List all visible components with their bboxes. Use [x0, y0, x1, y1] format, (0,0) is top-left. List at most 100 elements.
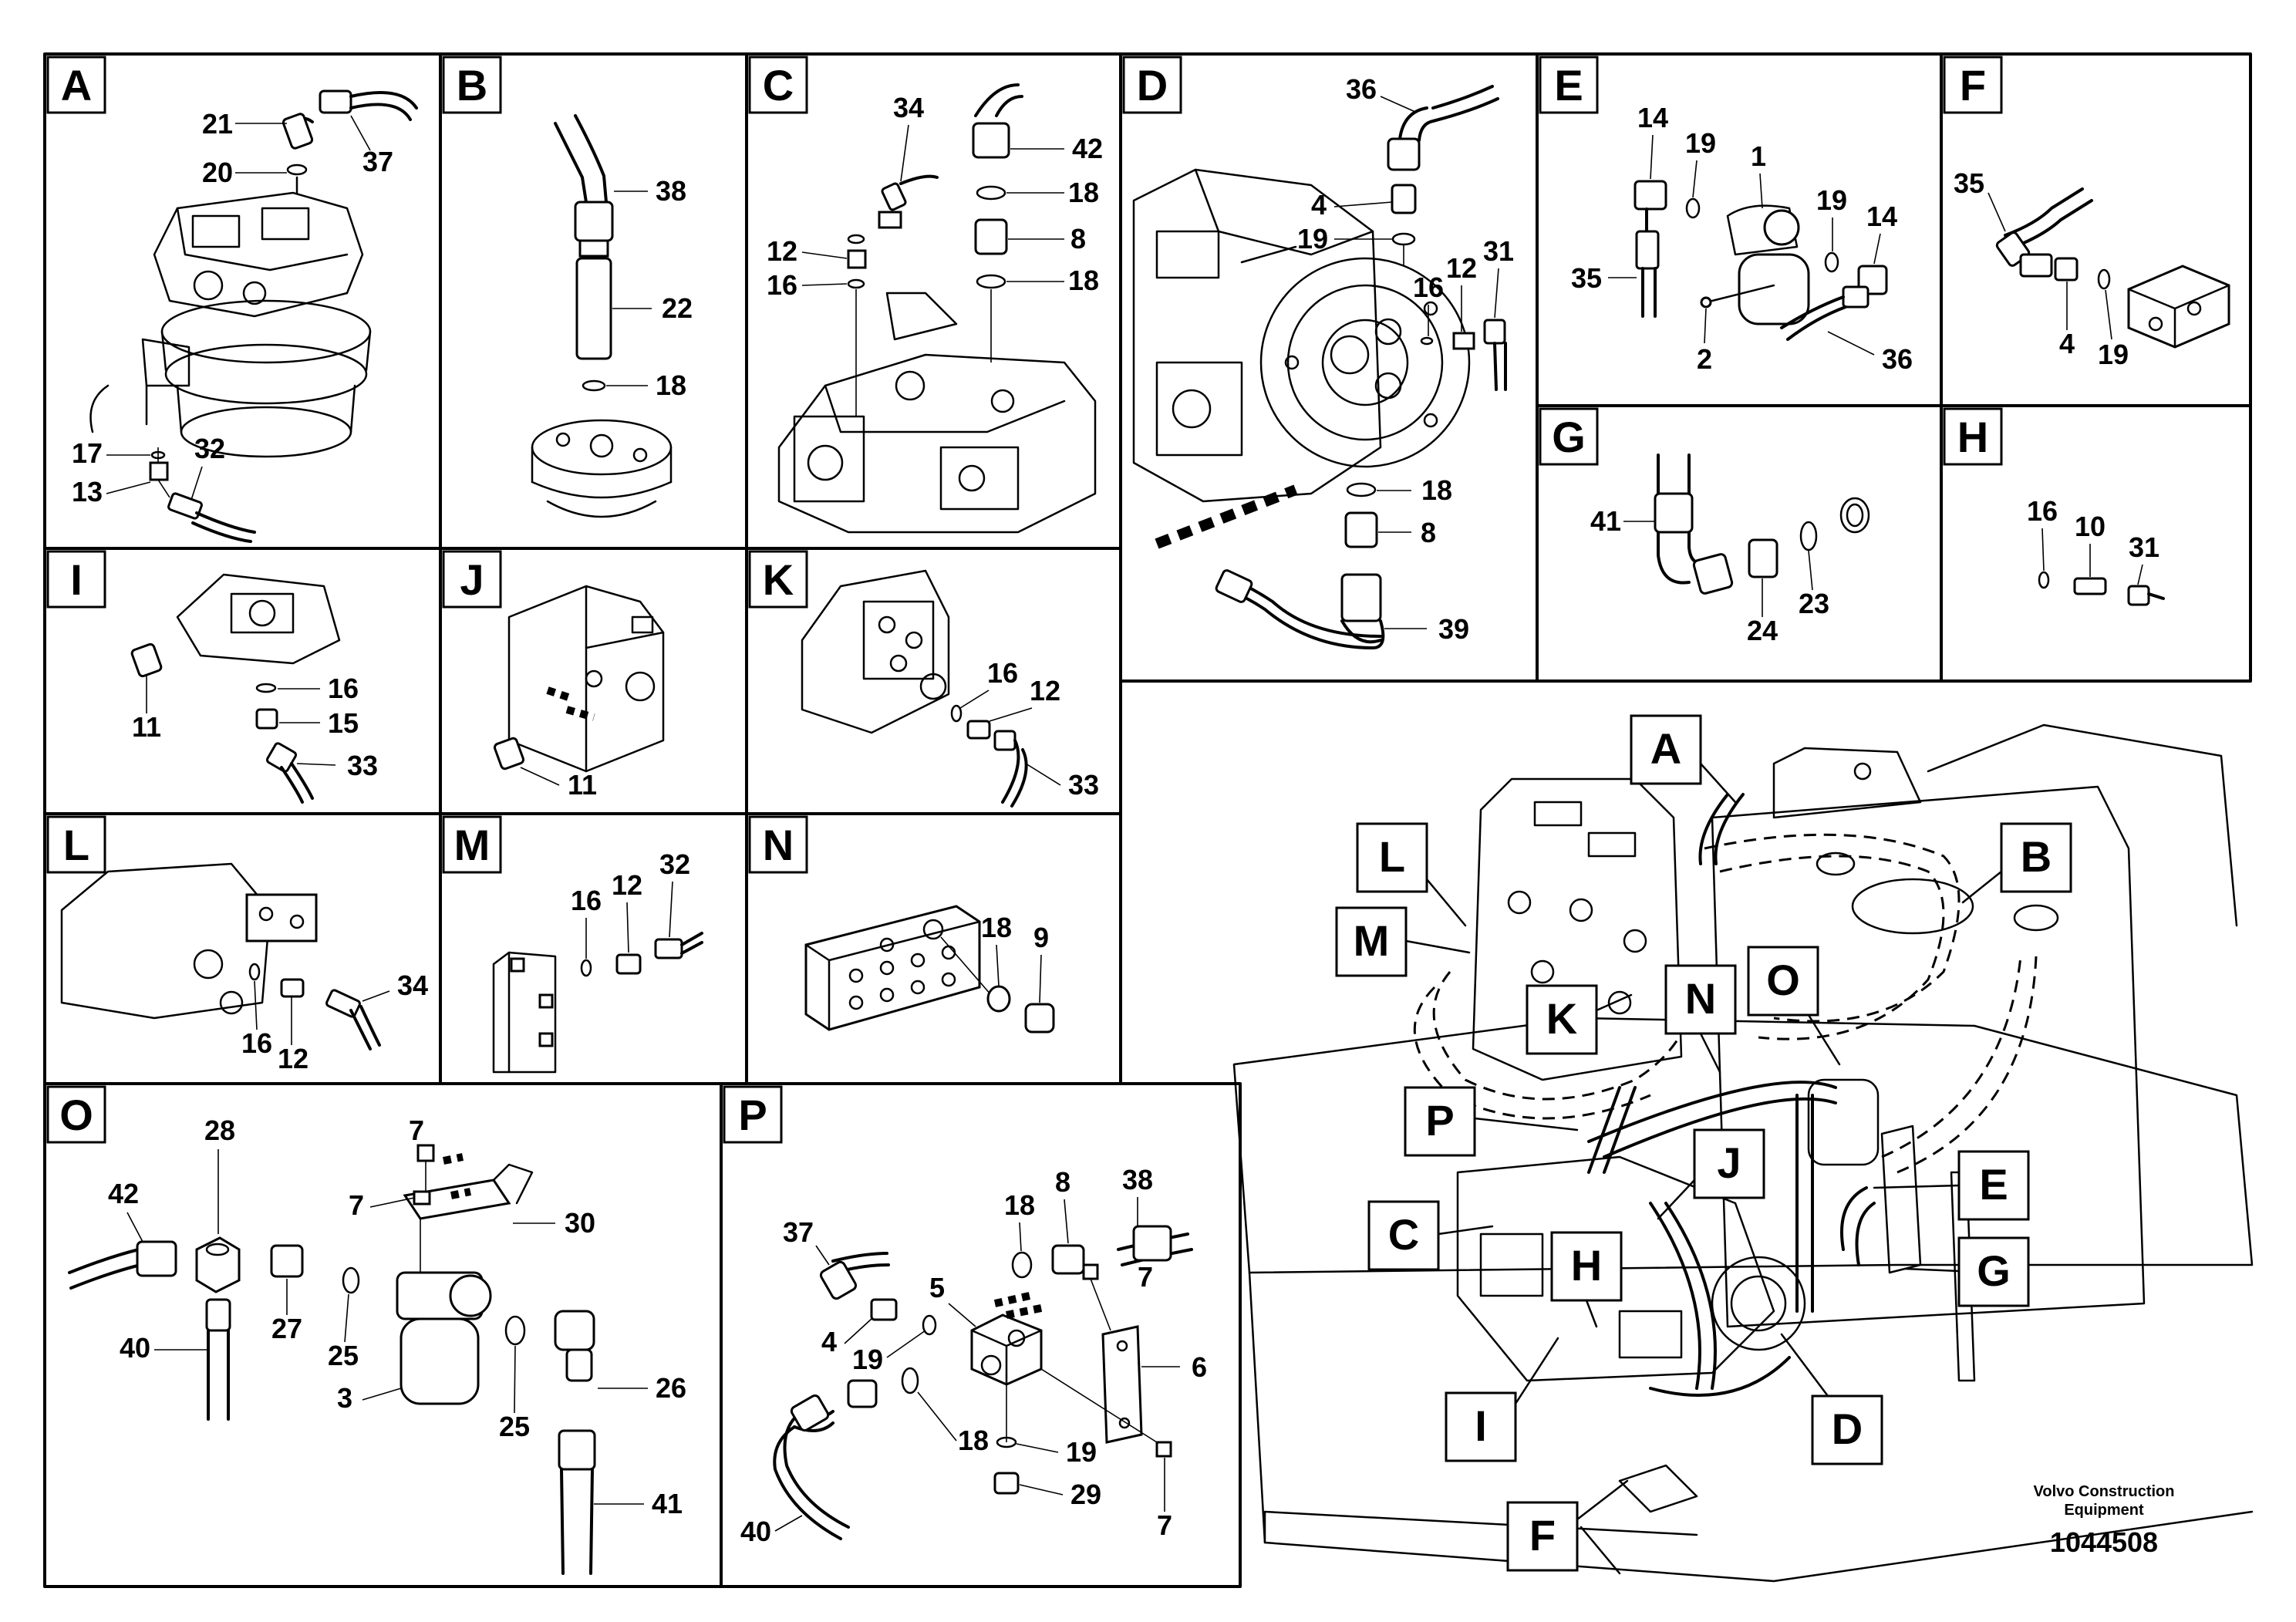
panel-d-part-label: 12	[1446, 252, 1477, 284]
overview-callout-h: H	[1550, 1231, 1623, 1328]
panel-i-labels: 16 11 15 33	[132, 673, 378, 781]
panel-i-part-label: 33	[347, 750, 378, 781]
panel-g-part-label: 24	[1747, 615, 1778, 646]
overview-callout-m: M	[1335, 906, 1471, 977]
panel-c-part-label: 8	[1070, 223, 1086, 255]
panel-h-part-label: 16	[2027, 495, 2058, 527]
panel-letter-p: P	[723, 1085, 783, 1144]
panel-letter-text: K	[763, 555, 794, 604]
panel-d-illustration	[1132, 85, 1507, 649]
panel-p-part-label: 29	[1070, 1479, 1101, 1510]
panel-o-part-label: 41	[652, 1488, 683, 1519]
callout-letter-text: N	[1685, 974, 1716, 1023]
panel-d-part-label: 8	[1421, 517, 1436, 548]
panel-d-labels: 36 4 19 16 12 31 18 8 39	[1297, 73, 1514, 645]
callout-letter-text: L	[1379, 832, 1405, 881]
panel-d-part-label: 39	[1438, 613, 1469, 645]
panel-f-part-label: 19	[2098, 339, 2129, 370]
panel-letter-b: B	[442, 56, 502, 114]
panel-letter-text: G	[1552, 413, 1586, 461]
panel-p-part-label: 18	[1004, 1189, 1035, 1221]
panel-p-part-label: 38	[1122, 1164, 1153, 1195]
panel-d-hose-dashes	[1155, 484, 1298, 549]
panel-frames	[43, 52, 2252, 1588]
panel-p-part-label: 5	[929, 1272, 945, 1303]
document-number: 1044508	[2050, 1526, 2158, 1558]
panel-letter-text: P	[738, 1091, 767, 1139]
panel-letter-j: J	[442, 550, 502, 609]
panel-d-part-label: 36	[1346, 73, 1377, 105]
callout-letter-text: M	[1354, 916, 1390, 965]
panel-a-illustration	[89, 89, 418, 543]
panel-o-part-label: 7	[409, 1114, 424, 1146]
panel-j-illustration	[493, 585, 665, 773]
overview-illustration	[1232, 723, 2254, 1583]
callout-letter-text: P	[1425, 1096, 1454, 1145]
panel-a-labels: 21 37 20 17 32 13	[72, 108, 393, 508]
panel-d-part-label: 16	[1413, 271, 1444, 303]
panel-letter-f: F	[1943, 56, 2003, 114]
callout-letter-text: F	[1529, 1511, 1556, 1560]
callout-letter-text: O	[1766, 956, 1800, 1004]
panel-p-labels: 38 18 8 37 5 7 4 19 6 18 19 7 29 40	[740, 1164, 1207, 1547]
panel-a-part-label: 32	[194, 433, 225, 464]
panel-letter-o: O	[46, 1085, 106, 1144]
panel-c-part-label: 16	[767, 269, 797, 301]
callout-letter-text: A	[1650, 724, 1681, 773]
panel-letter-d: D	[1122, 56, 1182, 114]
panel-k-part-label: 33	[1068, 769, 1099, 801]
panel-letter-g: G	[1539, 407, 1599, 466]
panel-c-labels: 34 42 18 8 18 12 16	[767, 92, 1103, 301]
panel-m-part-label: 16	[571, 885, 602, 916]
panel-o-part-label: 30	[565, 1207, 595, 1239]
overview-callout-l: L	[1356, 822, 1467, 927]
overview-callout-j: J	[1657, 1128, 1765, 1220]
overview-callout-i: I	[1445, 1337, 1559, 1462]
overview-callout-d: D	[1780, 1333, 1883, 1465]
panel-l-part-label: 34	[397, 969, 428, 1001]
panel-f-illustration	[1995, 187, 2230, 349]
callout-letter-text: C	[1388, 1210, 1419, 1259]
panel-p-part-label: 40	[740, 1516, 771, 1547]
panel-k-part-label: 12	[1030, 675, 1060, 706]
panel-o-part-label: 26	[656, 1372, 686, 1404]
panel-d-part-label: 31	[1483, 235, 1514, 267]
overview-callout-f: F	[1506, 1479, 1629, 1572]
panel-c-part-label: 18	[1068, 177, 1099, 208]
panel-e-part-label: 14	[1866, 201, 1897, 232]
panel-o-part-label: 25	[328, 1340, 359, 1371]
callout-letter-text: I	[1475, 1401, 1487, 1450]
panel-m-part-label: 32	[659, 848, 690, 880]
panel-letter-text: C	[763, 61, 794, 110]
panel-g-part-label: 23	[1799, 588, 1829, 619]
panel-e-illustration	[1633, 180, 1888, 341]
panel-i-part-label: 16	[328, 673, 359, 704]
panel-o-part-label: 27	[271, 1313, 302, 1344]
panel-a-part-label: 20	[202, 157, 233, 188]
panel-i-illustration	[130, 573, 341, 804]
panel-c-part-label: 34	[893, 92, 924, 123]
panel-n-part-label: 9	[1033, 922, 1049, 953]
panel-a-part-label: 37	[362, 146, 393, 177]
panel-b-labels: 38 22 18	[606, 175, 693, 401]
panel-p-part-label: 6	[1192, 1351, 1207, 1383]
panel-letter-text: A	[61, 61, 92, 110]
panel-letter-text: B	[457, 61, 487, 110]
panel-l-part-label: 16	[241, 1027, 272, 1059]
panel-i-part-label: 11	[132, 711, 161, 743]
panel-e-part-label: 36	[1882, 343, 1913, 375]
panel-a-part-label: 17	[72, 437, 103, 469]
panel-letter-text: J	[460, 555, 484, 604]
panel-p-part-label: 8	[1055, 1166, 1070, 1198]
panel-c-illustration	[777, 83, 1097, 534]
overview-callout-g: G	[1903, 1236, 2030, 1307]
brand-line-2: Equipment	[2064, 1502, 2144, 1519]
footer: Volvo Construction Equipment 1044508	[2034, 1483, 2175, 1558]
panel-l-illustration	[60, 862, 381, 1050]
panel-j-labels: 11	[520, 767, 597, 801]
panel-h-labels: 16 10 31	[2027, 495, 2159, 585]
panel-o-part-label: 42	[108, 1178, 139, 1209]
panel-h-illustration	[2038, 571, 2165, 606]
panel-p-part-label: 4	[821, 1326, 837, 1357]
brand-line-1: Volvo Construction	[2034, 1483, 2175, 1500]
